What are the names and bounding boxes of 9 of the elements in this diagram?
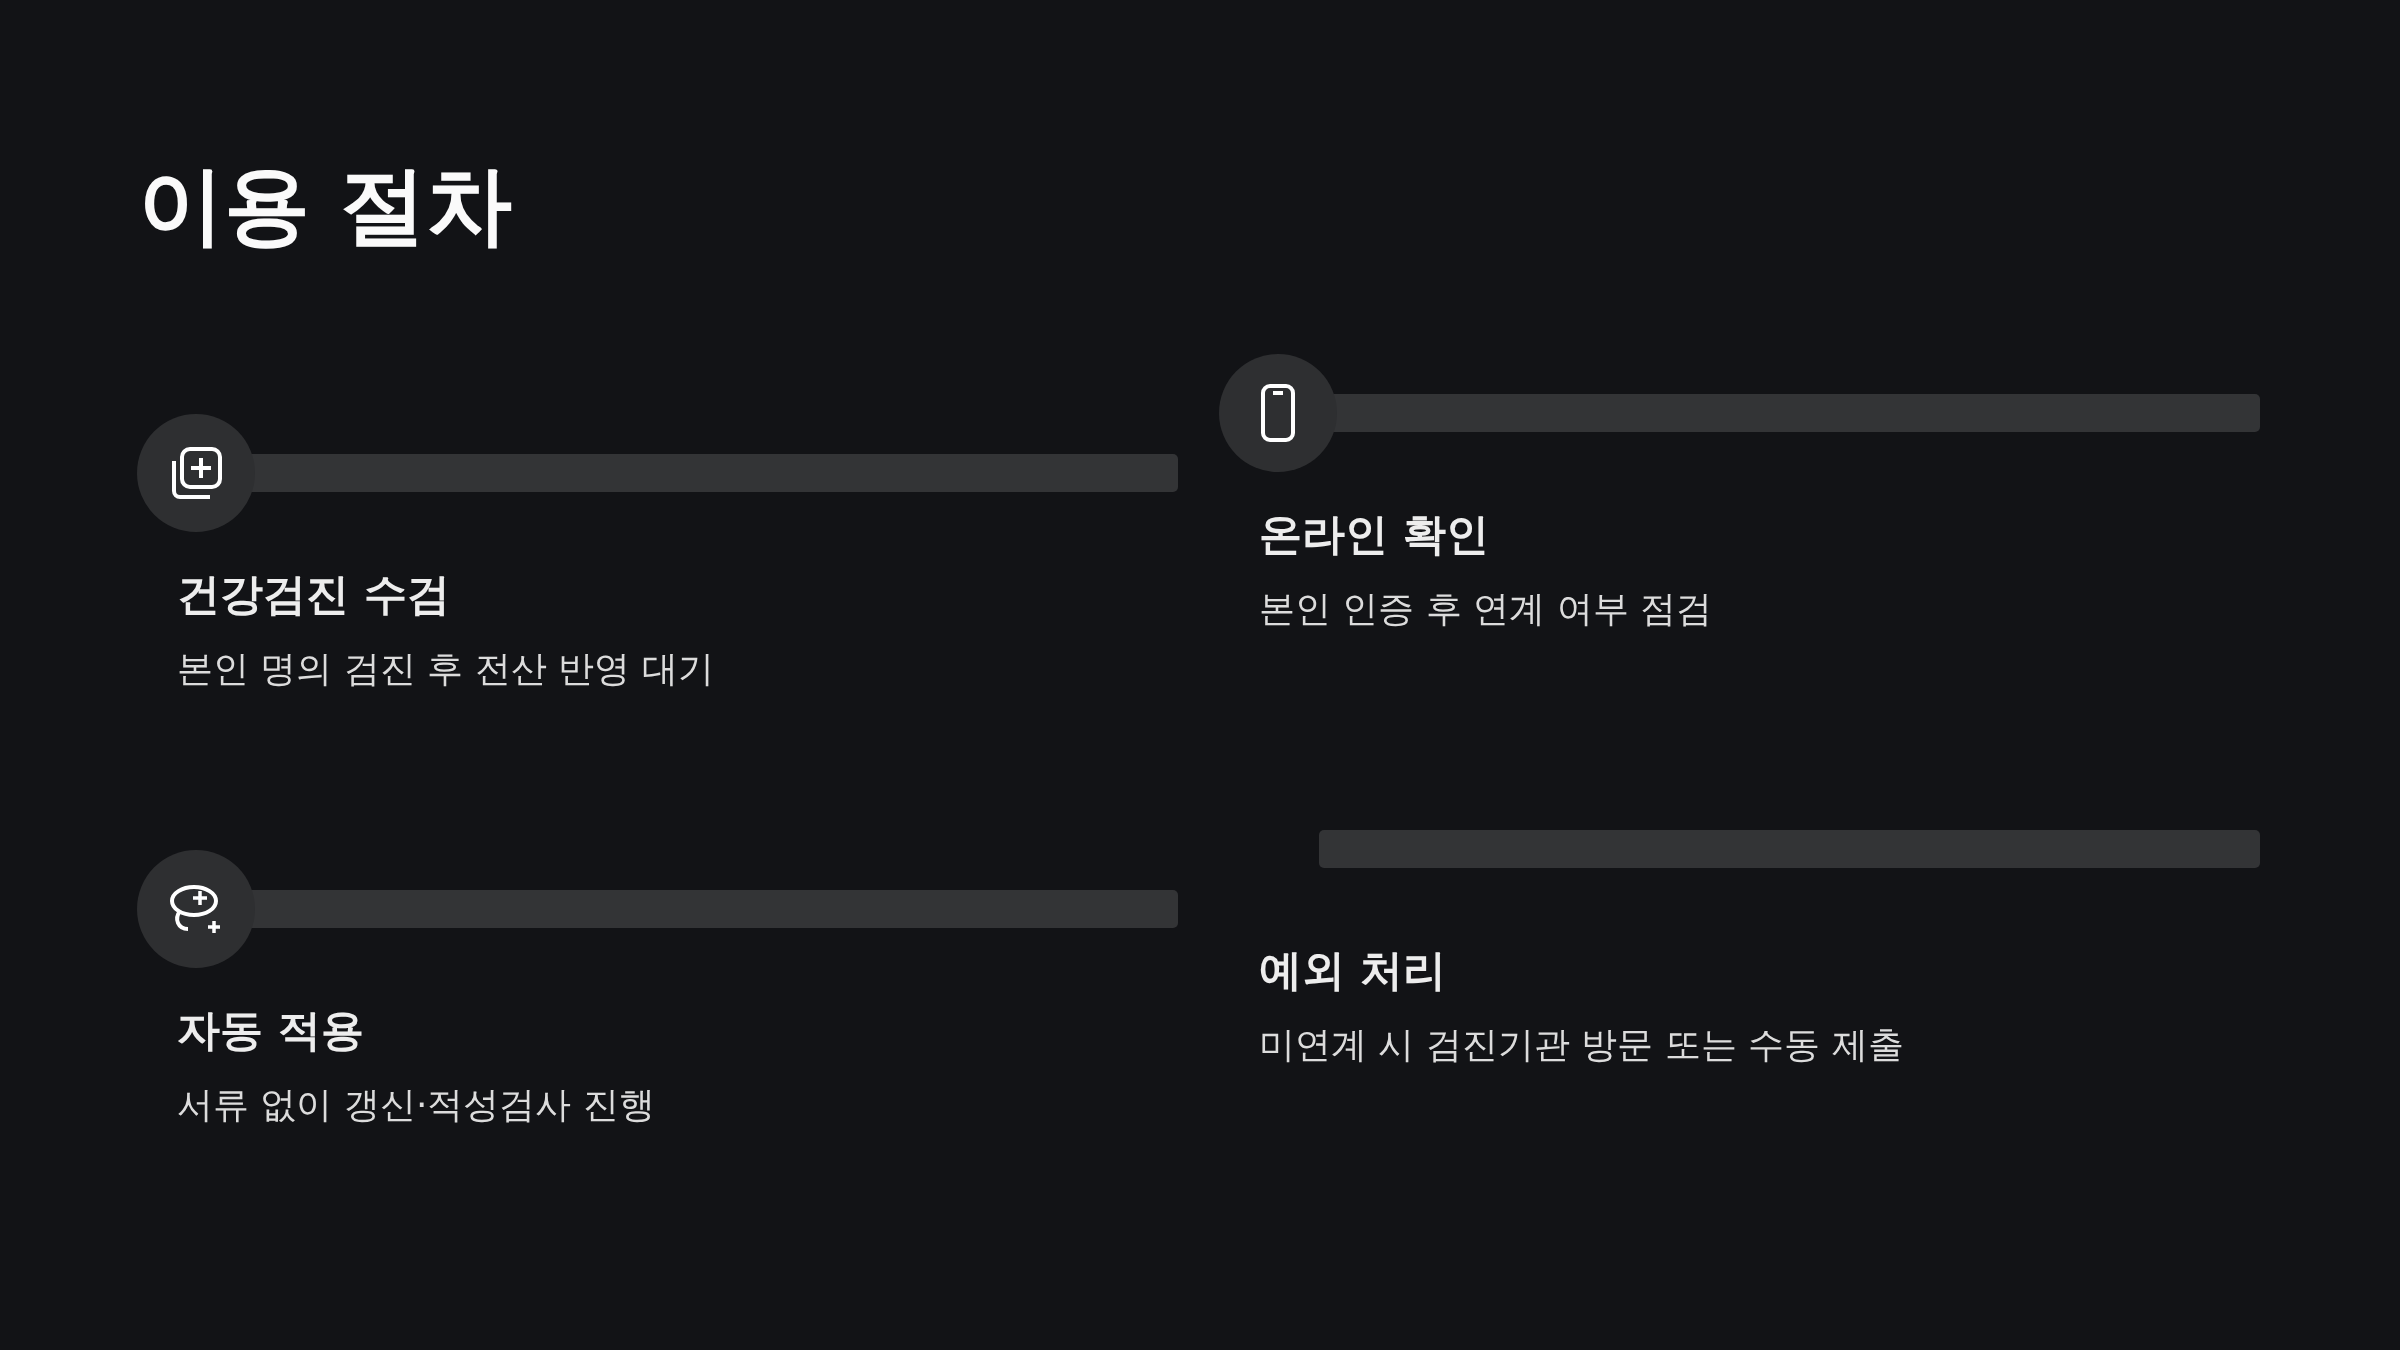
title: 이용 절차	[138, 158, 512, 253]
step-description: 본인 인증 후 연계 여부 점검	[1259, 587, 1713, 631]
step-heading: 건강검진 수검	[177, 569, 450, 621]
step-heading: 자동 적용	[177, 1005, 364, 1057]
step-description: 서류 없이 갱신·적성검사 진행	[177, 1083, 655, 1127]
step-description: 미연계 시 검진기관 방문 또는 수동 제출	[1259, 1023, 1904, 1067]
step-heading: 예외 처리	[1259, 945, 1446, 997]
step-description: 본인 명의 검진 후 전산 반영 대기	[177, 647, 714, 691]
step-heading: 온라인 확인	[1259, 509, 1489, 561]
